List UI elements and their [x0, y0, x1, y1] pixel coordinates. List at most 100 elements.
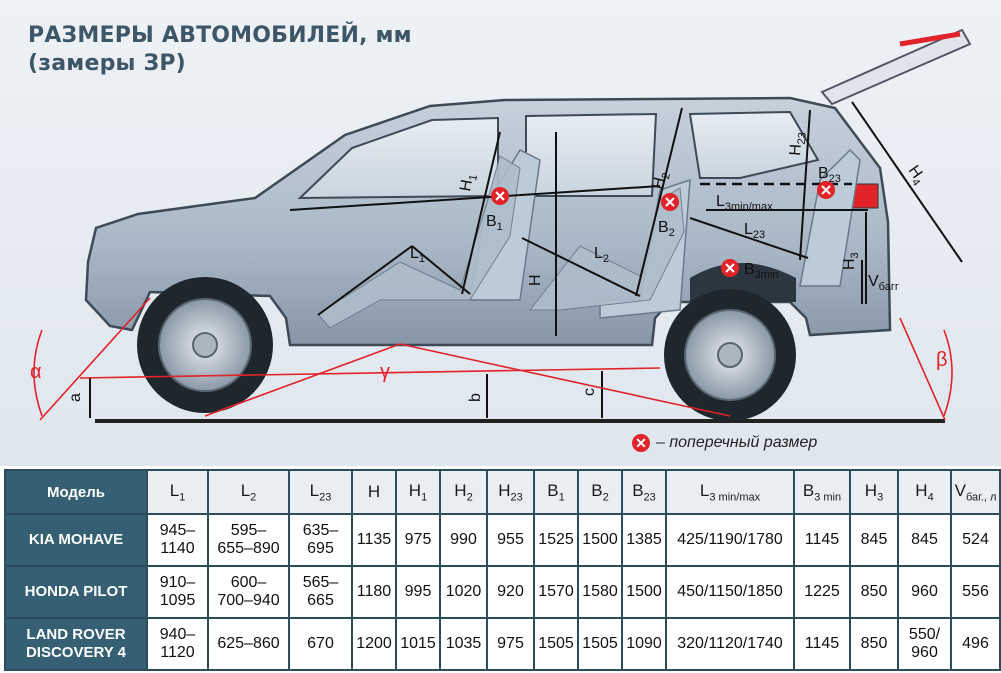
- value-cell: 910–1095: [146, 565, 209, 619]
- tailgate: [820, 28, 972, 106]
- value-cell: 1580: [577, 565, 623, 619]
- value-cell: 635–695: [288, 513, 353, 567]
- label-H2: H2: [649, 170, 673, 192]
- label-L23: L23: [744, 221, 765, 241]
- title-line-1: РАЗМЕРЫ АВТОМОБИЛЕЙ, мм: [28, 23, 412, 48]
- label-H3: H3: [841, 252, 861, 270]
- value-cell: 1090: [621, 617, 667, 671]
- label-B23: B23: [818, 165, 841, 185]
- value-cell: 850: [849, 617, 899, 671]
- value-cell: 1525: [533, 513, 579, 567]
- value-cell: 845: [897, 513, 952, 567]
- dim-line-H2: [635, 107, 683, 297]
- value-cell: 1135: [351, 513, 397, 567]
- value-cell: 1035: [439, 617, 488, 671]
- approach-line: [39, 297, 151, 421]
- label-L1: L1: [410, 245, 425, 265]
- value-cell: 524: [950, 513, 1001, 567]
- column-header: H: [351, 469, 397, 515]
- dim-line-L1b: [411, 245, 471, 295]
- label-B3: B3min: [744, 261, 779, 281]
- value-cell: 600–700–940: [207, 565, 290, 619]
- value-cell: 1570: [533, 565, 579, 619]
- column-header: L3 min/max: [665, 469, 795, 515]
- model-cell: KIA MOHAVE: [4, 513, 148, 567]
- value-cell: 850: [849, 565, 899, 619]
- car-dimensions-diagram: РАЗМЕРЫ АВТОМОБИЛЕЙ, мм (замеры ЗР): [0, 0, 1001, 466]
- column-header: B23: [621, 469, 667, 515]
- value-cell: 920: [486, 565, 535, 619]
- rear-wheel: [664, 289, 796, 421]
- column-header: H3: [849, 469, 899, 515]
- value-cell: 1015: [395, 617, 441, 671]
- value-cell: 625–860: [207, 617, 290, 671]
- dim-line-H4: [851, 101, 963, 263]
- value-cell: 565–665: [288, 565, 353, 619]
- column-header: B2: [577, 469, 623, 515]
- dim-line-L1: [317, 245, 413, 316]
- value-cell: 975: [395, 513, 441, 567]
- marker-b23: [817, 181, 835, 199]
- value-cell: 320/1120/1740: [665, 617, 795, 671]
- column-header: Модель: [4, 469, 148, 515]
- value-cell: 845: [849, 513, 899, 567]
- front-wheel: [137, 277, 273, 413]
- column-header: H1: [395, 469, 441, 515]
- rear-window: [688, 110, 820, 179]
- label-L2: L2: [594, 245, 609, 265]
- dim-line-L23: [689, 217, 809, 259]
- label-B1: B1: [486, 213, 503, 233]
- column-header: H23: [486, 469, 535, 515]
- value-cell: 496: [950, 617, 1001, 671]
- label-V: Vбагг: [868, 273, 899, 293]
- value-cell: 990: [439, 513, 488, 567]
- label-c: c: [581, 388, 598, 396]
- column-header: B3 min: [793, 469, 851, 515]
- column-header: B1: [533, 469, 579, 515]
- marker-b2: [661, 193, 679, 211]
- ramp-line-1: [204, 343, 401, 417]
- value-cell: 960: [897, 565, 952, 619]
- legend-text: – поперечный размер: [656, 434, 818, 451]
- value-cell: 955: [486, 513, 535, 567]
- column-header: L23: [288, 469, 353, 515]
- diagram-title: РАЗМЕРЫ АВТОМОБИЛЕЙ, мм (замеры ЗР): [28, 22, 412, 78]
- column-header: H4: [897, 469, 952, 515]
- label-gamma: γ: [380, 361, 390, 383]
- front-window: [297, 116, 499, 200]
- clearance-line: [79, 367, 661, 379]
- value-cell: 1505: [577, 617, 623, 671]
- value-cell: 595–655–890: [207, 513, 290, 567]
- value-cell: 1500: [621, 565, 667, 619]
- value-cell: 556: [950, 565, 1001, 619]
- rear-passenger: [528, 187, 685, 311]
- label-H: H: [527, 274, 544, 286]
- value-cell: 1505: [533, 617, 579, 671]
- value-cell: 450/1150/1850: [665, 565, 795, 619]
- value-cell: 670: [288, 617, 353, 671]
- value-cell: 940–1120: [146, 617, 209, 671]
- column-header: Vбаг., л: [950, 469, 1001, 515]
- value-cell: 1200: [351, 617, 397, 671]
- dim-line-H1: [461, 131, 501, 295]
- title-line-2: (замеры ЗР): [28, 51, 186, 76]
- value-cell: 1225: [793, 565, 851, 619]
- front-passenger: [317, 155, 521, 329]
- dim-line-L2: [521, 237, 641, 297]
- dim-line-B1: [289, 185, 661, 211]
- departure-line: [899, 317, 946, 421]
- column-header: H2: [439, 469, 488, 515]
- label-alpha: α: [30, 361, 42, 383]
- value-cell: 550/960: [897, 617, 952, 671]
- label-b: b: [467, 393, 484, 402]
- value-cell: 1020: [439, 565, 488, 619]
- value-cell: 1145: [793, 513, 851, 567]
- value-cell: 425/1190/1780: [665, 513, 795, 567]
- marker-b3: [721, 259, 739, 277]
